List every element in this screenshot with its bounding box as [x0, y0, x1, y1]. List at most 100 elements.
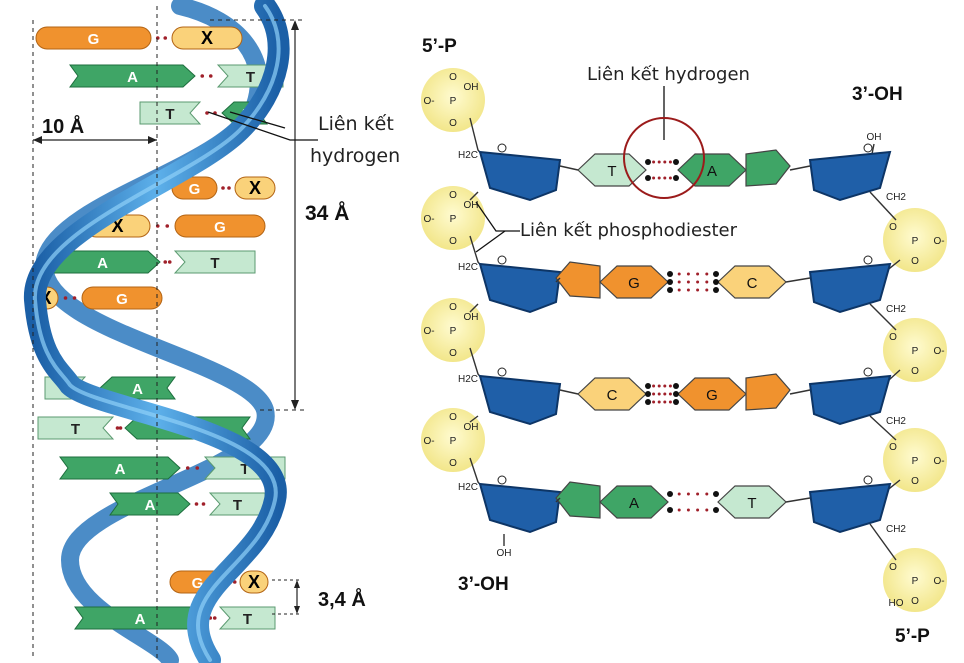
hydrogen-bond-dot — [201, 502, 206, 506]
phosphorus-atom: P — [450, 326, 457, 337]
base-letter-right: A — [132, 381, 143, 398]
hbond-atom — [645, 399, 651, 405]
hbond-atom — [645, 383, 651, 389]
hydrogen-bond-dot — [686, 492, 690, 496]
base-letter-right: T — [240, 461, 249, 478]
hydrogen-bond-dot — [668, 392, 672, 396]
phosphorus-atom: P — [912, 236, 919, 247]
hydrogen-bond-dot — [165, 224, 170, 228]
base-letter-right: T — [246, 69, 255, 86]
three-prime-bottom-label: 3’-OH — [458, 574, 509, 595]
hydrogen-bond-dot — [163, 260, 168, 264]
phosphorus-atom: P — [912, 346, 919, 357]
base-letter-right: T — [243, 611, 252, 628]
hydrogen-bond-dot — [705, 280, 709, 284]
hydrogen-bond-dot — [657, 384, 661, 388]
hydroxyl-label: OH — [464, 200, 479, 211]
hydrogen-bond-dot — [663, 384, 667, 388]
hbond-label: Liên kết hydrogen — [587, 64, 750, 85]
oxygen-label: O — [911, 256, 919, 267]
helix-pitch-label: 34 Å — [305, 201, 349, 225]
base-letter-left: A — [135, 611, 146, 628]
hbond-atom — [667, 507, 673, 513]
hydrogen-bond-dot — [652, 160, 656, 164]
deoxyribose-sugar — [478, 255, 562, 314]
base-block-right — [218, 606, 276, 630]
base-letter-right: T — [233, 497, 242, 514]
hydroxyl-label: OH — [464, 422, 479, 433]
hydrogen-bond-dot — [705, 492, 709, 496]
hydroxyl-label: HO — [889, 598, 904, 609]
oxygen-label: O — [889, 442, 897, 453]
hydrogen-bond-dot — [657, 400, 661, 404]
hydroxyl-label: OH — [464, 82, 479, 93]
base-block-left — [139, 101, 202, 125]
hydrogen-bond-dot — [696, 492, 700, 496]
hydrogen-bond-dot — [663, 400, 667, 404]
oxygen-label: O — [449, 412, 457, 423]
deoxyribose-sugar — [808, 475, 892, 534]
deoxyribose-sugar — [478, 367, 562, 426]
hydrogen-bond-dot — [652, 176, 656, 180]
base-letter-right: C — [747, 275, 758, 292]
oxygen-label: O — [449, 348, 457, 359]
base-letter-right: T — [210, 255, 219, 272]
hydrogen-bond-dot — [686, 288, 690, 292]
hydrogen-bond-dot — [657, 176, 661, 180]
phosphorus-atom: P — [450, 214, 457, 225]
hbond-highlight-circle — [623, 117, 705, 199]
hbond-atom — [713, 491, 719, 497]
deoxyribose-sugar — [808, 367, 892, 426]
hydrogen-bond-dot — [205, 111, 209, 115]
hbond-atom — [667, 279, 673, 285]
phosphorus-atom: P — [912, 456, 919, 467]
hydrogen-bond-dot — [194, 502, 199, 506]
hydrogen-bond-dot — [163, 36, 168, 40]
hydrogen-bond-dot — [212, 616, 217, 620]
oxygen-label: O — [449, 72, 457, 83]
base-letter-left: G — [192, 575, 204, 592]
methylene-label-right: CH2 — [886, 524, 906, 535]
oxygen-anion-label: O- — [423, 436, 434, 447]
base-block-left — [35, 26, 152, 50]
base-block-right — [174, 214, 266, 238]
hydrogen-bond-dot — [663, 176, 667, 180]
deoxyribose-sugar — [808, 143, 892, 202]
base-letter-left: G — [628, 275, 640, 292]
base-letter-left: G — [189, 181, 201, 198]
base-pentagon-ring — [555, 481, 601, 519]
hydrogen-bond-dot — [155, 224, 160, 228]
base-pentagon-ring — [745, 149, 791, 187]
hydrogen-bond-dot — [696, 272, 700, 276]
helix-hbond-label-1: Liên kết — [318, 113, 394, 135]
base-block-left — [69, 64, 196, 88]
base-block-right — [239, 570, 269, 594]
deoxyribose-sugar — [808, 255, 892, 314]
hydrogen-bond-dot — [118, 426, 123, 430]
base-letter-left: T — [71, 421, 80, 438]
hydroxyl-label: OH — [497, 548, 512, 559]
base-letter-left: C — [607, 387, 618, 404]
oxygen-anion-label: O- — [933, 346, 944, 357]
phosphate-circle — [883, 548, 947, 612]
hydrogen-bond-dot — [677, 288, 681, 292]
hbond-atom — [673, 391, 679, 397]
oxygen-label: O — [911, 476, 919, 487]
phosphorus-atom: P — [912, 576, 919, 587]
hbond-atom — [645, 175, 651, 181]
hbond-atom — [713, 271, 719, 277]
phosphate-circle — [421, 298, 485, 362]
phosphate-circle — [883, 208, 947, 272]
oxygen-label: O — [889, 222, 897, 233]
hbond-atom — [713, 279, 719, 285]
base-block-right — [171, 26, 243, 50]
